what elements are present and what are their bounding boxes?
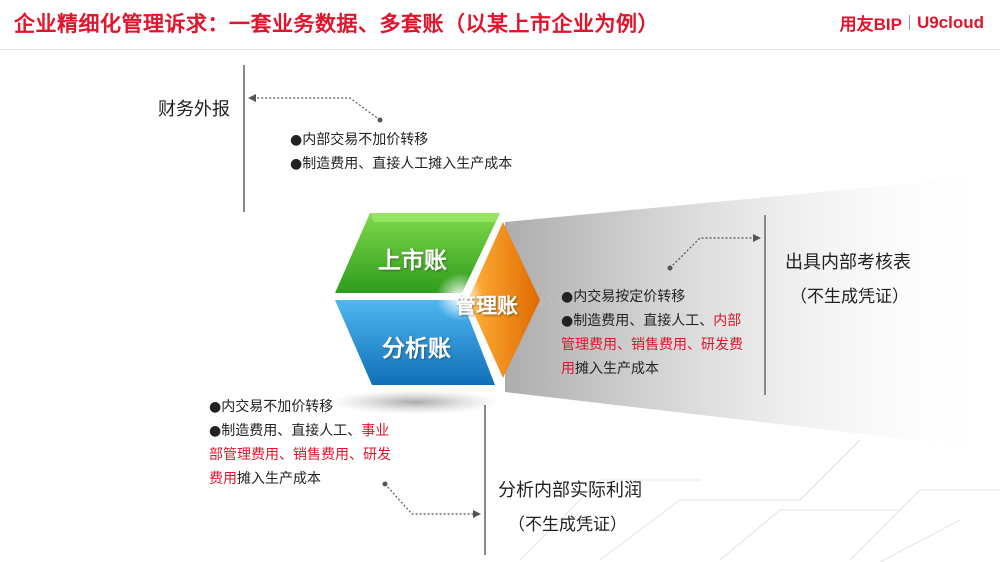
analysis-sub: （不生成凭证）: [508, 515, 627, 535]
list-item: 费用摊入生产成本: [209, 467, 391, 491]
analysis-connector: [384, 483, 475, 515]
financial-report-label: 财务外报: [158, 99, 230, 120]
analysis-bullets: ●内交易不加价转移 ●制造费用、直接人工、事业 部管理费用、销售费用、研发 费用…: [209, 395, 391, 491]
bullet-text: 摊入生产成本: [575, 361, 659, 377]
list-item: ●内交易不加价转移: [209, 399, 334, 415]
page-title: 企业精细化管理诉求：一套业务数据、多套账（以某上市企业为例）: [14, 12, 659, 36]
management-sub: （不生成凭证）: [790, 287, 909, 307]
bullet-highlight: 管理费用、销售费用、研发费: [561, 337, 743, 353]
brand-logo: 用友BIP U9cloud: [840, 10, 984, 35]
management-label: 出具内部考核表: [785, 252, 911, 273]
bullet-text: 摊入生产成本: [237, 471, 321, 487]
circuit-pattern: [519, 439, 1000, 562]
cube-center-glow: [436, 273, 484, 321]
financial-report-bullets: ●内部交易不加价转移 ●制造费用、直接人工摊入生产成本: [290, 128, 512, 176]
bullet-highlight: 用: [561, 361, 575, 377]
list-item: ●制造费用、直接人工摊入生产成本: [290, 156, 513, 172]
cube-top-face: [335, 213, 500, 293]
cube-label-listed: 上市账: [378, 248, 447, 274]
cube-label-management: 管理账: [455, 294, 518, 318]
cube-right-face: [468, 222, 540, 378]
management-dot-icon: [667, 265, 673, 271]
list-item: 管理费用、销售费用、研发费: [561, 333, 743, 357]
logo-divider: [908, 15, 910, 30]
bullet-highlight: 事业: [361, 423, 390, 439]
bullet-highlight: 费用: [209, 471, 237, 487]
header-divider: [0, 49, 1000, 50]
bullet-highlight: 内部: [713, 313, 742, 329]
list-item: ●制造费用、直接人工、事业: [209, 419, 391, 443]
cube-shadow: [330, 390, 500, 414]
cube-front-face: [335, 300, 495, 385]
financial-connector: [254, 97, 381, 121]
cube-label-analysis: 分析账: [382, 336, 451, 362]
financial-arrow-icon: [248, 94, 256, 102]
list-item: ●内交易按定价转移: [561, 289, 686, 305]
logo-product: U9cloud: [916, 12, 984, 32]
light-beam: [505, 175, 1000, 450]
analysis-arrow-icon: [473, 510, 481, 518]
chevron-arrows-icon: [539, 296, 561, 308]
list-item: ●制造费用、直接人工、内部: [561, 309, 743, 333]
analysis-dot-icon: [382, 481, 388, 487]
management-bullets: ●内交易按定价转移 ●制造费用、直接人工、内部 管理费用、销售费用、研发费 用摊…: [561, 285, 743, 381]
bullet-text: ●制造费用、直接人工、: [209, 423, 362, 439]
logo-brand: 用友BIP: [839, 15, 902, 34]
list-item: 用摊入生产成本: [561, 357, 743, 381]
bullet-highlight: 部管理费用、销售费用、研发: [209, 447, 391, 463]
list-item: 部管理费用、销售费用、研发: [209, 443, 391, 467]
list-item: ●内部交易不加价转移: [290, 132, 429, 148]
cube-top-edge: [370, 213, 500, 222]
bullet-text: ●制造费用、直接人工、: [561, 313, 714, 329]
financial-dot-icon: [377, 117, 383, 123]
analysis-label: 分析内部实际利润: [498, 480, 642, 501]
management-arrow-icon: [753, 234, 761, 242]
